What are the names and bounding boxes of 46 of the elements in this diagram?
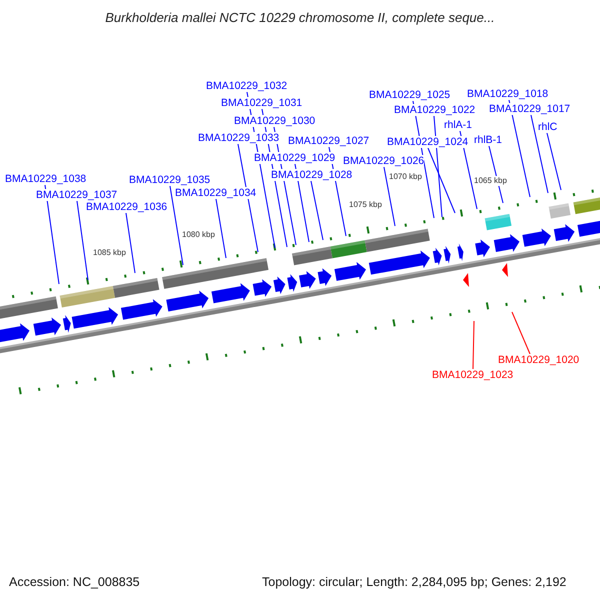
gene-label: BMA10229_1023: [432, 369, 514, 381]
leader-line: [508, 100, 530, 198]
gene-label: BMA10229_1028: [271, 169, 352, 181]
gene-label: BMA10229_1018: [467, 88, 548, 100]
leader-line: [384, 166, 396, 226]
leader-line: [434, 116, 442, 218]
leader-line: [216, 198, 226, 258]
gene-label: rhlC: [538, 121, 558, 133]
gene-label: BMA10229_1020: [498, 354, 580, 366]
gene-label: BMA10229_1030: [234, 115, 316, 127]
leader-line: [428, 148, 456, 214]
scale-label: 1085 kbp: [93, 248, 126, 258]
gene-label: BMA10229_1033: [198, 132, 280, 144]
gene-label: BMA10229_1027: [288, 135, 370, 147]
gene-label: BMA10229_1022: [394, 104, 476, 116]
gene-label: BMA10229_1038: [5, 173, 86, 185]
gene-label: BMA10229_1036: [86, 201, 168, 213]
gene-label: BMA10229_1026: [343, 155, 424, 167]
leader-line: [530, 114, 548, 194]
gene-label: BMA10229_1031: [221, 97, 302, 109]
gene-label: BMA10229_1032: [206, 80, 288, 92]
leader-line: [310, 180, 324, 240]
gene-label: BMA10229_1029: [254, 152, 336, 164]
leader-line: [170, 186, 184, 266]
map-title: Burkholderia mallei NCTC 10229 chromosome II, complete seque...: [104, 10, 496, 25]
gene-label: BMA10229_1034: [175, 187, 256, 199]
scale-label: 1070 kbp: [389, 172, 422, 182]
leader-line: [126, 212, 136, 274]
gene-label: rhlA-1: [444, 119, 472, 131]
leader-line: [76, 200, 88, 280]
scale-label: 1065 kbp: [474, 176, 507, 186]
gene-label: BMA10229_1017: [489, 103, 570, 115]
leader-line: [546, 132, 562, 190]
leader-line: [472, 320, 474, 370]
gene-label: rhlB-1: [474, 134, 502, 146]
gene-label: BMA10229_1037: [36, 189, 118, 201]
scale-label: 1075 kbp: [349, 200, 382, 210]
genome-summary-text: Topology: circular; Length: 2,284,095 bp; Genes: 2,192: [262, 575, 566, 589]
leader-line: [238, 144, 258, 252]
gene-label: BMA10229_1025: [369, 89, 450, 101]
accession-text: Accession: NC_008835: [9, 575, 140, 589]
scale-label: 1080 kbp: [182, 230, 215, 240]
leader-line: [44, 184, 60, 284]
gene-label: BMA10229_1035: [129, 174, 210, 186]
leader-line: [512, 312, 530, 354]
gene-label: BMA10229_1024: [387, 136, 468, 148]
